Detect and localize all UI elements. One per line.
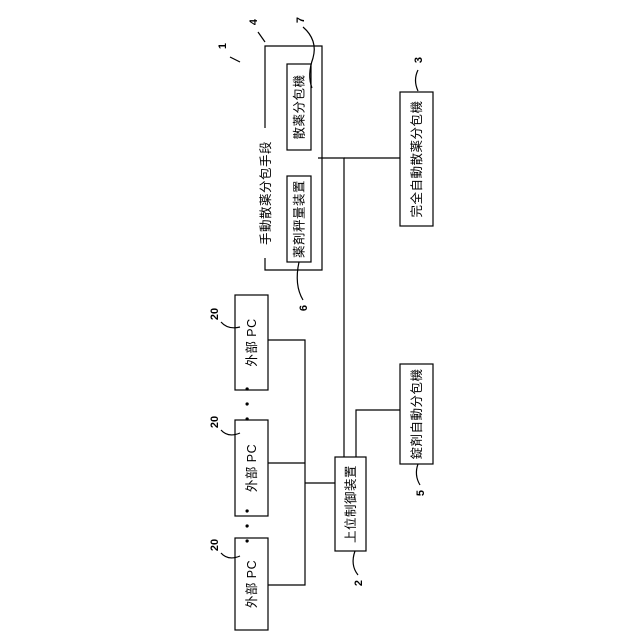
leader-ref-5 [416, 464, 420, 485]
manual-unit-label: 手動散薬分包手段 [258, 141, 273, 245]
external-pc-1-label: 外部 PC [244, 318, 259, 366]
leader-ref-4 [258, 32, 265, 42]
ellipsis-lower: ・・・ [240, 502, 255, 547]
ref-5: 5 [415, 490, 427, 496]
host-controller-label: 上位制御装置 [343, 465, 358, 543]
leader-ref-2 [353, 551, 358, 575]
ref-4: 4 [248, 18, 260, 25]
full-auto-packager: 完全自動散薬分包機 [400, 92, 433, 226]
ref-1: 1 [217, 43, 229, 49]
ref-2: 2 [353, 580, 365, 586]
external-pc-3: 外部 PC [235, 538, 268, 630]
ref-20b: 20 [209, 416, 221, 428]
leader-ref-1 [230, 57, 240, 62]
tablet-packager: 錠剤自動分包機 [400, 364, 433, 464]
leader-ref-6 [297, 262, 303, 300]
host-controller: 上位制御装置 [335, 457, 366, 551]
manual-powder-unit: 手動散薬分包手段 散薬分包機 薬剤秤量装置 [258, 64, 311, 262]
connection-lines [265, 46, 400, 585]
external-pc-3-label: 外部 PC [244, 560, 259, 608]
powder-packager-label: 散薬分包機 [292, 74, 307, 139]
weighing-device-label: 薬剤秤量装置 [292, 180, 307, 258]
tablet-packager-label: 錠剤自動分包機 [409, 368, 424, 459]
host-to-tablet-link [356, 410, 400, 457]
external-pc-2: 外部 PC [235, 420, 268, 516]
ref-7: 7 [295, 17, 307, 23]
full-auto-packager-label: 完全自動散薬分包機 [409, 100, 424, 217]
ref-6: 6 [298, 305, 310, 311]
external-pc-1: 外部 PC [235, 295, 268, 390]
ref-3: 3 [413, 57, 425, 63]
external-pc-2-label: 外部 PC [244, 444, 259, 492]
ref-20a: 20 [209, 308, 221, 320]
ellipsis-upper: ・・・ [240, 380, 255, 425]
leader-ref-3 [416, 70, 419, 91]
ref-20c: 20 [209, 539, 221, 551]
